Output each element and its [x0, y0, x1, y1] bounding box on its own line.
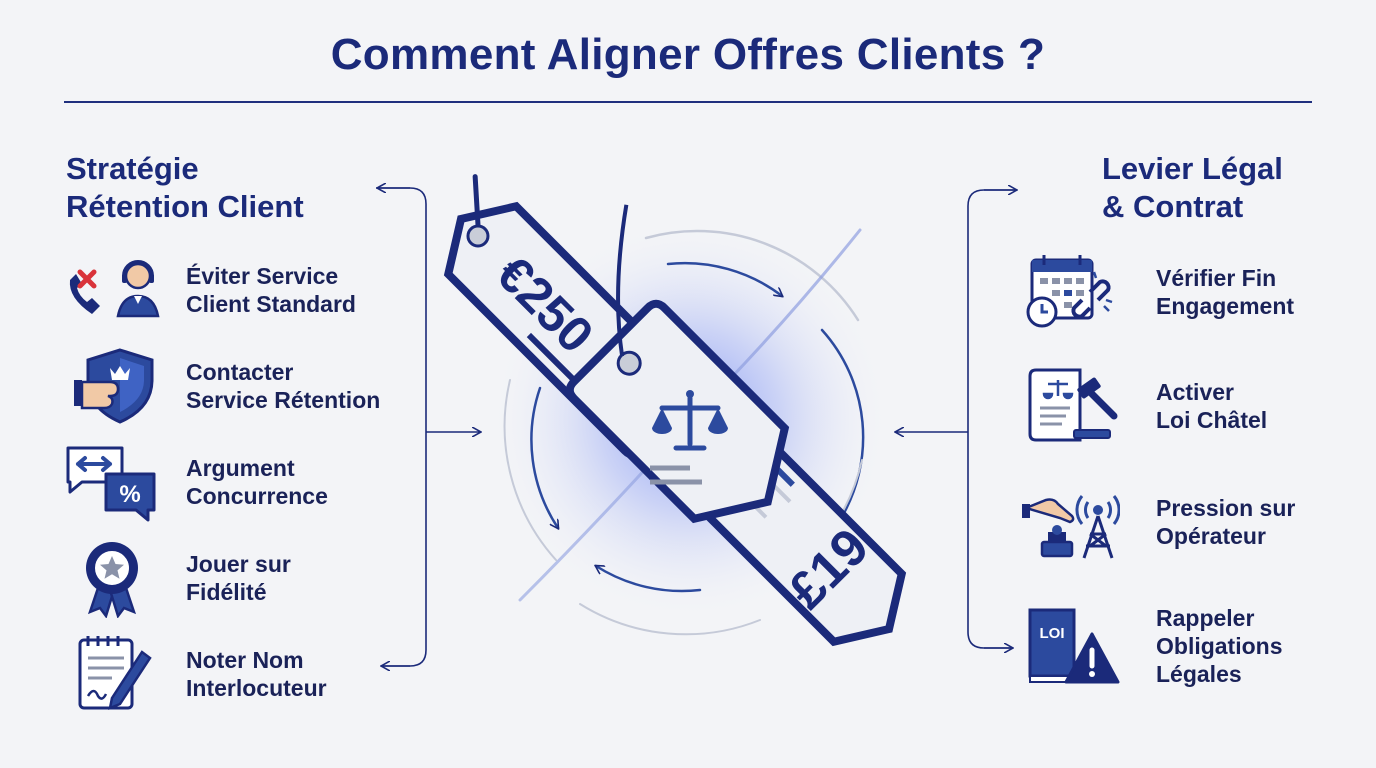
left-item-label: Éviter Service Client Standard [186, 262, 356, 318]
right-item-4-line-3: Légales [1156, 661, 1242, 687]
tag-high-price: €250 [486, 245, 604, 363]
price-tag-low: £19 [649, 389, 907, 647]
law-document-gavel-icon [1020, 366, 1120, 446]
page-title: Comment Aligner Offres Clients ? [330, 30, 1046, 79]
right-item-2-line-2: Loi Châtel [1156, 407, 1268, 433]
left-item-label: Argument Concurrence [186, 454, 328, 510]
chat-arrows-percent-icon: % [62, 442, 162, 522]
right-item-1-line-2: Engagement [1156, 293, 1295, 319]
tag-low-price: £19 [778, 518, 880, 620]
shield-hand-icon [62, 346, 162, 426]
left-item-note-name: Noter Nom Interlocuteur [62, 634, 327, 714]
left-title-line-1: Stratégie [66, 151, 199, 186]
left-connector [376, 188, 480, 666]
left-item-label: Contacter Service Rétention [186, 358, 380, 414]
right-column-title: Levier Légal & Contrat [1102, 150, 1283, 226]
right-connector [896, 190, 1016, 648]
svg-text:%: % [119, 481, 140, 508]
right-title-line-2: & Contrat [1102, 189, 1244, 224]
right-item-2-line-1: Activer [1156, 379, 1234, 405]
left-item-label: Jouer sur Fidélité [186, 550, 291, 606]
right-item-3-line-1: Pression sur [1156, 495, 1296, 521]
left-item-1-line-1: Éviter Service [186, 263, 339, 289]
right-item-label: Activer Loi Châtel [1156, 378, 1267, 434]
center-glow [490, 220, 890, 620]
right-item-label: Pression sur Opérateur [1156, 494, 1295, 550]
left-item-competition: % Argument Concurrence [62, 442, 328, 522]
left-title-line-2: Rétention Client [66, 189, 304, 224]
left-column-title: Stratégie Rétention Client [66, 150, 304, 226]
left-item-4-line-1: Jouer sur [186, 551, 291, 577]
notepad-pen-icon [62, 634, 162, 714]
left-item-5-line-1: Noter Nom [186, 647, 304, 673]
right-item-1-line-1: Vérifier Fin [1156, 265, 1277, 291]
cycle-arrows [503, 228, 865, 636]
calendar-broken-chain-icon [1020, 252, 1120, 332]
left-item-2-line-1: Contacter [186, 359, 294, 385]
left-item-label: Noter Nom Interlocuteur [186, 646, 327, 702]
right-item-pressure: Pression sur Opérateur [1020, 482, 1295, 562]
left-item-1-line-2: Client Standard [186, 291, 356, 317]
scale-balance-icon [652, 390, 728, 451]
right-item-4-line-1: Rappeler [1156, 605, 1255, 631]
right-bracket-line [967, 189, 1016, 649]
title-divider [64, 101, 1312, 103]
right-item-label: Vérifier Fin Engagement [1156, 264, 1294, 320]
right-item-legal-obligations: LOI Rappeler Obligations Légales [1020, 604, 1283, 688]
phone-agent-icon [62, 250, 162, 330]
left-item-2-line-2: Service Rétention [186, 387, 381, 413]
left-item-5-line-2: Interlocuteur [186, 675, 327, 701]
left-item-3-line-2: Concurrence [186, 483, 328, 509]
law-book-warning-icon: LOI [1020, 606, 1120, 686]
award-ribbon-icon [62, 538, 162, 618]
right-item-label: Rappeler Obligations Légales [1156, 604, 1283, 688]
right-item-3-line-2: Opérateur [1156, 523, 1266, 549]
left-item-4-line-2: Fidélité [186, 579, 267, 605]
left-bracket-line [376, 187, 427, 667]
left-item-contact-retention: Contacter Service Rétention [62, 346, 380, 426]
hand-button-antenna-icon [1020, 482, 1120, 562]
left-item-3-line-1: Argument [186, 455, 295, 481]
left-item-loyalty: Jouer sur Fidélité [62, 538, 291, 618]
right-item-4-line-2: Obligations [1156, 633, 1283, 659]
book-label: LOI [1040, 625, 1065, 642]
right-title-line-1: Levier Légal [1102, 151, 1283, 186]
right-item-loi-chatel: Activer Loi Châtel [1020, 366, 1267, 446]
center-scale-tag [565, 204, 790, 524]
right-item-check-engagement: Vérifier Fin Engagement [1020, 252, 1294, 332]
left-item-avoid-standard: Éviter Service Client Standard [62, 250, 356, 330]
price-tag-high: €250 [443, 174, 701, 459]
